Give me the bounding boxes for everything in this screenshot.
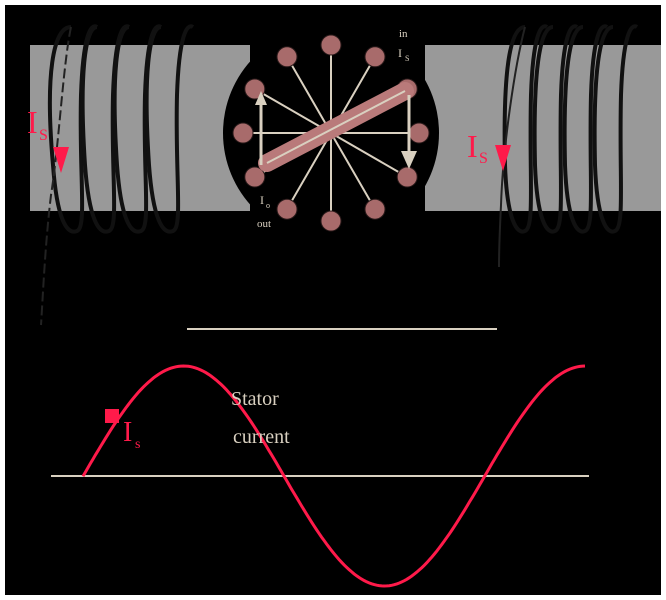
rotor-conductor (408, 122, 430, 144)
left-current-subscript: S (39, 127, 48, 144)
rotor-top-current-subscript: S (405, 54, 409, 63)
right-stator-current: I S (467, 128, 511, 171)
rotor-conductor (320, 34, 342, 56)
rotor-spoke (261, 92, 327, 131)
rotor-conductor (276, 198, 298, 220)
graph-caption-line2: current (233, 426, 290, 448)
left-current-label: I (27, 104, 38, 140)
graph-caption-line1: Stator (231, 388, 279, 410)
rotor-top-current-label: I (398, 46, 402, 60)
left-stator-current: I S (27, 104, 69, 173)
stator-current-graph: I s Stator current (51, 364, 589, 588)
rotor-conductor (320, 210, 342, 232)
rotor-spoke (290, 63, 329, 129)
rotor-right-arrow-icon (401, 95, 417, 169)
rotor-left-arrow-icon (255, 91, 267, 165)
rotor-conductor (364, 198, 386, 220)
red-down-arrow-icon (495, 145, 511, 171)
right-current-subscript: S (479, 150, 488, 167)
rotor-spoke (333, 137, 372, 203)
rotor-conductor (232, 122, 254, 144)
left-stator-core (30, 45, 250, 211)
rotor-conductor (276, 46, 298, 68)
right-stator-core (425, 45, 661, 211)
rotor-bottom-current-subscript: o (266, 201, 270, 210)
rotor-conductor (364, 46, 386, 68)
rotor-spoke (335, 135, 401, 174)
rotor: in I S I o out (232, 28, 430, 232)
rotor-conductor (244, 166, 266, 188)
red-square-icon (105, 409, 119, 423)
diagram-stage: in I S I o out I S I S (5, 5, 661, 595)
right-current-label: I (467, 128, 478, 164)
rotor-bottom-current-label: I (260, 193, 264, 207)
stator-current-waveform (81, 364, 586, 588)
left-coil (40, 24, 195, 326)
graph-current-label: I (123, 417, 132, 448)
rotor-conductor (396, 166, 418, 188)
rotor-bottom-extra-label: out (257, 218, 271, 230)
right-coil (498, 24, 639, 268)
rotor-spoke (290, 137, 329, 203)
red-down-arrow-icon (53, 147, 69, 173)
rotor-top-label: in (399, 28, 408, 40)
motor-diagram: in I S I o out I S I S (27, 24, 661, 588)
rotor-bar (258, 82, 414, 172)
graph-current-subscript: s (135, 437, 140, 452)
